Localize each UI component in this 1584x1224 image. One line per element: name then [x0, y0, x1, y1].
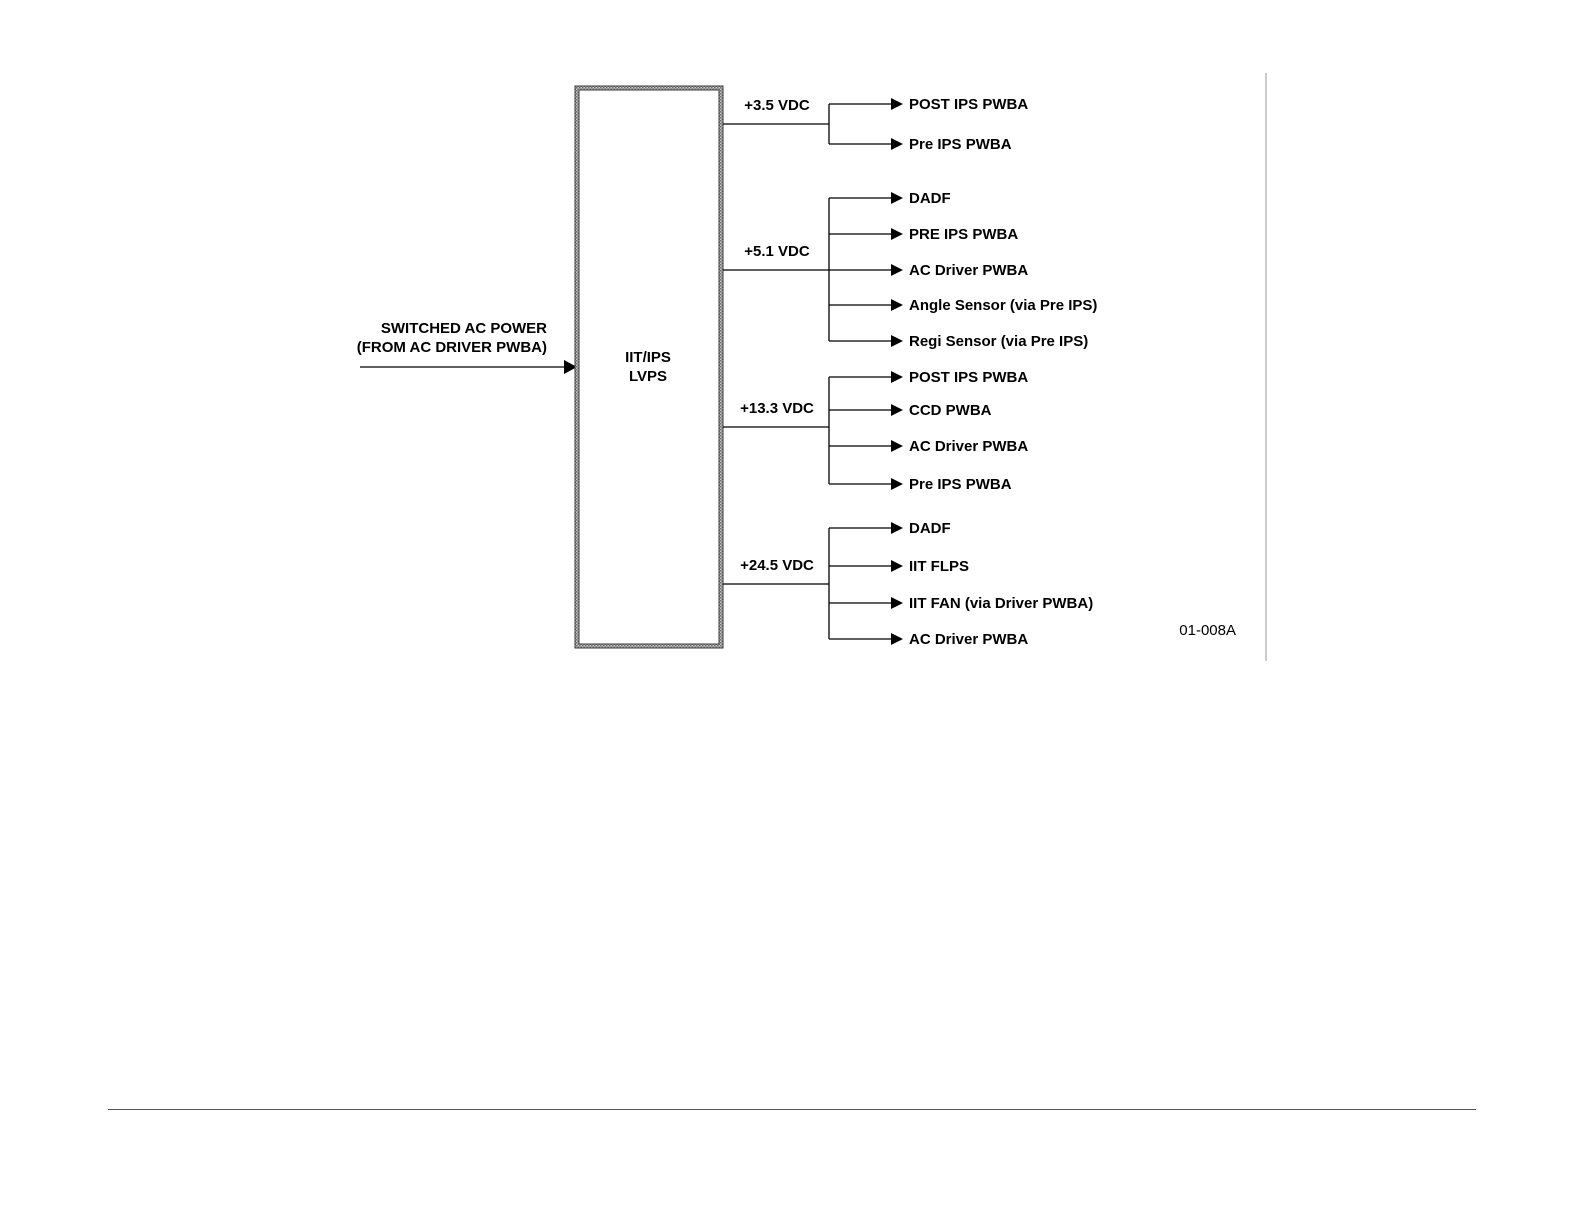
- figure-id: 01-008A: [1179, 622, 1236, 639]
- load-label: Pre IPS PWBA: [909, 476, 1012, 493]
- rail-group: +13.3 VDC POST IPS PWBA CCD PWBA AC Driver …: [723, 369, 1028, 493]
- rail-voltage-label: +5.1 VDC: [744, 243, 810, 260]
- lvps-box-inner: [578, 89, 720, 645]
- load-label: AC Driver PWBA: [909, 438, 1028, 455]
- load-label: POST IPS PWBA: [909, 96, 1028, 113]
- branch-arrowhead: [891, 404, 903, 416]
- branch-arrowhead: [891, 440, 903, 452]
- load-label: PRE IPS PWBA: [909, 226, 1018, 243]
- load-label: Angle Sensor (via Pre IPS): [909, 297, 1097, 314]
- rail-group: +5.1 VDC DADF PRE IPS PWBA AC Driver PWBA An…: [723, 190, 1097, 350]
- branch-arrowhead: [891, 228, 903, 240]
- page-footer-rule: [108, 1109, 1476, 1110]
- branch-arrowhead: [891, 478, 903, 490]
- rail-voltage-label: +24.5 VDC: [740, 557, 814, 574]
- rail-voltage-label: +3.5 VDC: [744, 97, 810, 114]
- branch-arrowhead: [891, 264, 903, 276]
- branch-arrowhead: [891, 192, 903, 204]
- load-label: DADF: [909, 190, 951, 207]
- load-label: CCD PWBA: [909, 402, 992, 419]
- rail-group: +24.5 VDC DADF IIT FLPS IIT FAN (via Driver…: [723, 520, 1093, 648]
- input-connection: SWITCHED AC POWER (FROM AC DRIVER PWBA): [357, 320, 577, 374]
- branch-arrowhead: [891, 522, 903, 534]
- load-label: POST IPS PWBA: [909, 369, 1028, 386]
- load-label: AC Driver PWBA: [909, 262, 1028, 279]
- branch-arrowhead: [891, 633, 903, 645]
- branch-arrowhead: [891, 560, 903, 572]
- output-rails: +3.5 VDC POST IPS PWBA Pre IPS PWBA +5.1 VD…: [723, 96, 1097, 648]
- input-label-line2: (FROM AC DRIVER PWBA): [357, 339, 547, 356]
- branch-arrowhead: [891, 335, 903, 347]
- branch-arrowhead: [891, 597, 903, 609]
- branch-arrowhead: [891, 138, 903, 150]
- load-label: Pre IPS PWBA: [909, 136, 1012, 153]
- branch-arrowhead: [891, 98, 903, 110]
- load-label: Regi Sensor (via Pre IPS): [909, 333, 1088, 350]
- lvps-label-line2: LVPS: [629, 368, 667, 385]
- rail-group: +3.5 VDC POST IPS PWBA Pre IPS PWBA: [723, 96, 1028, 153]
- input-arrowhead: [564, 360, 577, 374]
- input-label-line1: SWITCHED AC POWER: [381, 320, 547, 337]
- load-label: AC Driver PWBA: [909, 631, 1028, 648]
- branch-arrowhead: [891, 299, 903, 311]
- load-label: IIT FLPS: [909, 558, 969, 575]
- load-label: DADF: [909, 520, 951, 537]
- lvps-label-line1: IIT/IPS: [625, 349, 671, 366]
- rail-voltage-label: +13.3 VDC: [740, 400, 814, 417]
- branch-arrowhead: [891, 371, 903, 383]
- lvps-block: IIT/IPS LVPS: [574, 85, 724, 649]
- load-label: IIT FAN (via Driver PWBA): [909, 595, 1093, 612]
